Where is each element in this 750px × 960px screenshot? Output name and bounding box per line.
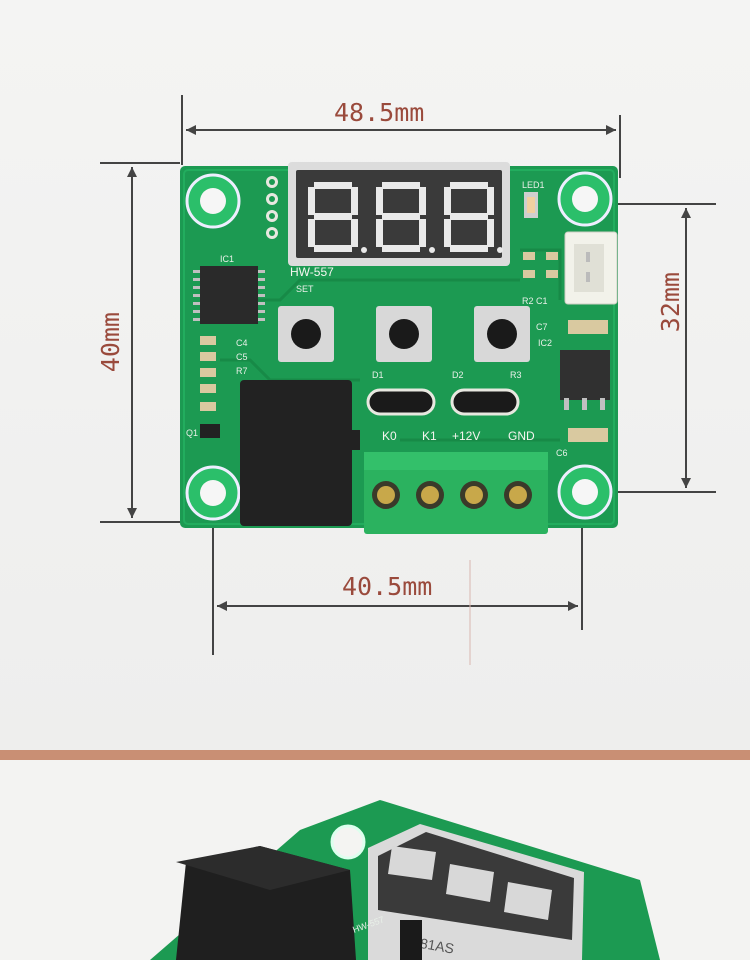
dimension-arrows	[127, 125, 691, 611]
svg-text:R2 C1: R2 C1	[522, 296, 548, 306]
model-label: HW-557	[290, 265, 334, 279]
terminal-label-gnd: GND	[508, 429, 535, 443]
terminal-label-k1: K1	[422, 429, 437, 443]
svg-text:C6: C6	[556, 448, 568, 458]
product-photo-top: LED1 IC1 HW-557 SET	[0, 0, 750, 750]
svg-text:R3: R3	[510, 370, 522, 380]
dimension-width-holes: 40.5mm	[342, 572, 433, 601]
dimension-width-top: 48.5mm	[334, 98, 425, 127]
terminal-block	[364, 452, 548, 534]
svg-text:C5: C5	[236, 352, 248, 362]
tactile-buttons	[278, 306, 530, 362]
terminal-label-12v: +12V	[452, 429, 480, 443]
svg-text:IC2: IC2	[538, 338, 552, 348]
set-label: SET	[296, 284, 314, 294]
display-digits	[308, 182, 503, 253]
led-label: LED1	[522, 180, 545, 190]
svg-text:D1: D1	[372, 370, 384, 380]
closeup-illustration: 2381AS HW-557	[150, 800, 660, 960]
terminal-screws	[372, 481, 532, 509]
terminal-label-k0: K0	[382, 429, 397, 443]
pcb-illustration: LED1 IC1 HW-557 SET	[100, 95, 716, 665]
terminal-labels: K0 K1 +12V GND	[382, 429, 535, 443]
section-divider	[0, 750, 750, 760]
svg-text:C7: C7	[536, 322, 548, 332]
svg-text:IC1: IC1	[220, 254, 234, 264]
svg-text:D2: D2	[452, 370, 464, 380]
mounting-holes	[185, 171, 613, 521]
dimension-height-left: 40mm	[96, 312, 125, 373]
svg-text:Q1: Q1	[186, 428, 198, 438]
ic1-chip	[200, 266, 258, 324]
svg-text:C4: C4	[236, 338, 248, 348]
relay	[240, 380, 352, 526]
product-photo-closeup: 2381AS HW-557	[0, 760, 750, 960]
svg-text:R7: R7	[236, 366, 248, 376]
dimension-height-right: 32mm	[656, 272, 685, 333]
